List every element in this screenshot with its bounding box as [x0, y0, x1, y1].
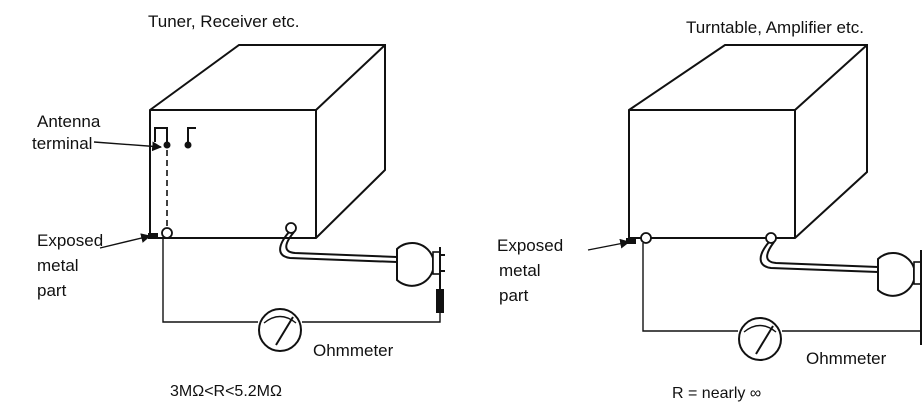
- right-circuit-wire: [642, 243, 921, 332]
- right-metal-label-line3: part: [499, 286, 529, 305]
- left-metal-label-line1: Exposed: [37, 231, 103, 250]
- antenna-label-line2: terminal: [32, 134, 92, 153]
- exposed-metal-screw-icon: [148, 227, 173, 239]
- right-panel-title: Turntable, Amplifier etc.: [686, 18, 864, 37]
- ohmmeter-dial-icon: [258, 308, 302, 352]
- right-exposed-metal-screw-icon: [626, 232, 652, 244]
- right-metal-label-line2: metal: [499, 261, 541, 280]
- left-circuit-wire: [162, 238, 441, 323]
- left-panel-title: Tuner, Receiver etc.: [148, 12, 300, 31]
- left-formula: 3MΩ<R<5.2MΩ: [170, 383, 282, 400]
- power-plug-icon: [279, 222, 445, 313]
- left-ohmmeter-label: Ohmmeter: [313, 341, 394, 360]
- right-cabinet: [628, 44, 868, 239]
- left-panel: Tuner, Receiver etc.: [32, 12, 445, 400]
- left-cabinet: [149, 44, 386, 239]
- right-ohmmeter-dial-icon: [738, 317, 782, 361]
- antenna-label-line1: Antenna: [37, 112, 101, 131]
- antenna-terminal-icon: [154, 127, 196, 228]
- right-panel: Turntable, Amplifier etc.: [497, 18, 922, 402]
- left-metal-label-line2: metal: [37, 256, 79, 275]
- left-metal-label-line3: part: [37, 281, 67, 300]
- right-ohmmeter-label: Ohmmeter: [806, 349, 887, 368]
- right-power-plug-icon: [759, 232, 922, 345]
- right-formula: R = nearly ∞: [672, 385, 761, 402]
- right-metal-label-line1: Exposed: [497, 236, 563, 255]
